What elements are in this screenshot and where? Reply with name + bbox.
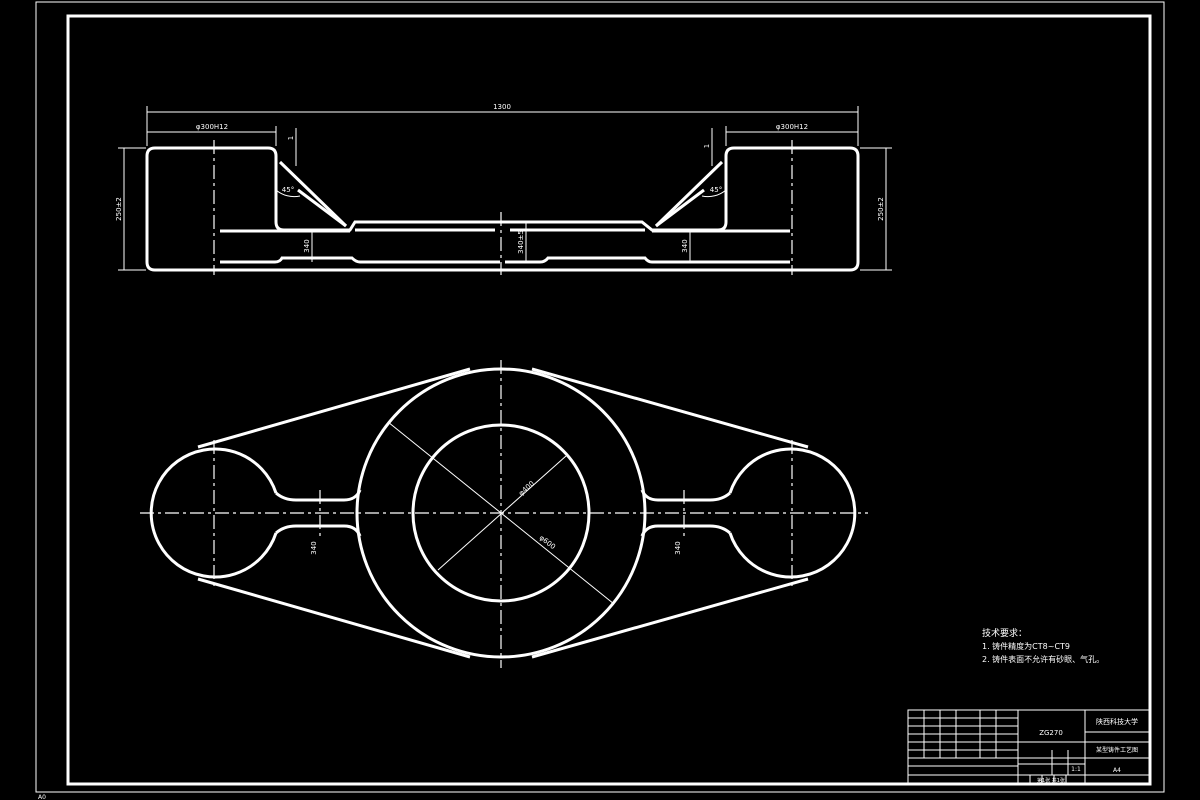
notes-title: 技术要求： — [982, 627, 1027, 639]
title-scale: 1:1 — [1071, 766, 1081, 773]
title-school: 陕西科技大学 — [1096, 717, 1138, 726]
dim-top-offset-right: 1 — [703, 144, 711, 148]
dim-overall-length: 1300 — [493, 103, 511, 111]
corner-label: A0 — [38, 794, 46, 800]
dim-arm-left: 340 — [310, 541, 318, 554]
title-material: ZG270 — [1039, 729, 1063, 737]
dim-web-center: 340±5 — [517, 230, 525, 254]
dim-chamfer-left: 45° — [282, 186, 294, 194]
inner-frame — [66, 14, 1152, 786]
dim-left-bore: φ300H12 — [196, 123, 228, 131]
section-outline — [145, 146, 860, 272]
outer-border — [35, 1, 1165, 793]
dim-web-left: 340 — [303, 239, 311, 252]
dim-arm-right: 340 — [674, 541, 682, 554]
dim-right-height: 250±2 — [877, 197, 885, 221]
dim-left-height: 250±2 — [115, 197, 123, 221]
title-part-name: 某型铸件工艺图 — [1096, 746, 1138, 754]
plan-view: φ400 φ600 340 340 — [140, 360, 868, 668]
dim-top-offset-left: 1 — [287, 136, 295, 140]
dim-outer-dia: φ600 — [538, 534, 557, 551]
title-sheet-no: 第1张 共1张 — [1037, 777, 1065, 784]
section-view: 1300 φ300H12 φ300H12 250±2 250±2 1 1 45°… — [115, 103, 892, 275]
dim-web-right: 340 — [681, 239, 689, 252]
dim-right-bore: φ300H12 — [776, 123, 808, 131]
notes-line-1: 1. 铸件精度为CT8~CT9 — [982, 641, 1070, 651]
notes-line-2: 2. 铸件表面不允许有砂眼、气孔。 — [982, 654, 1104, 664]
dim-inner-dia: φ400 — [517, 480, 536, 498]
dim-chamfer-right: 45° — [710, 186, 722, 194]
title-block: ZG270 陕西科技大学 某型铸件工艺图 A4 1:1 第1张 共1张 — [907, 709, 1151, 785]
inner-bore-circle — [411, 423, 591, 603]
title-sheet-size: A4 — [1113, 767, 1121, 774]
right-lug — [728, 447, 857, 579]
technical-notes: 技术要求： 1. 铸件精度为CT8~CT9 2. 铸件表面不允许有砂眼、气孔。 — [982, 627, 1104, 664]
